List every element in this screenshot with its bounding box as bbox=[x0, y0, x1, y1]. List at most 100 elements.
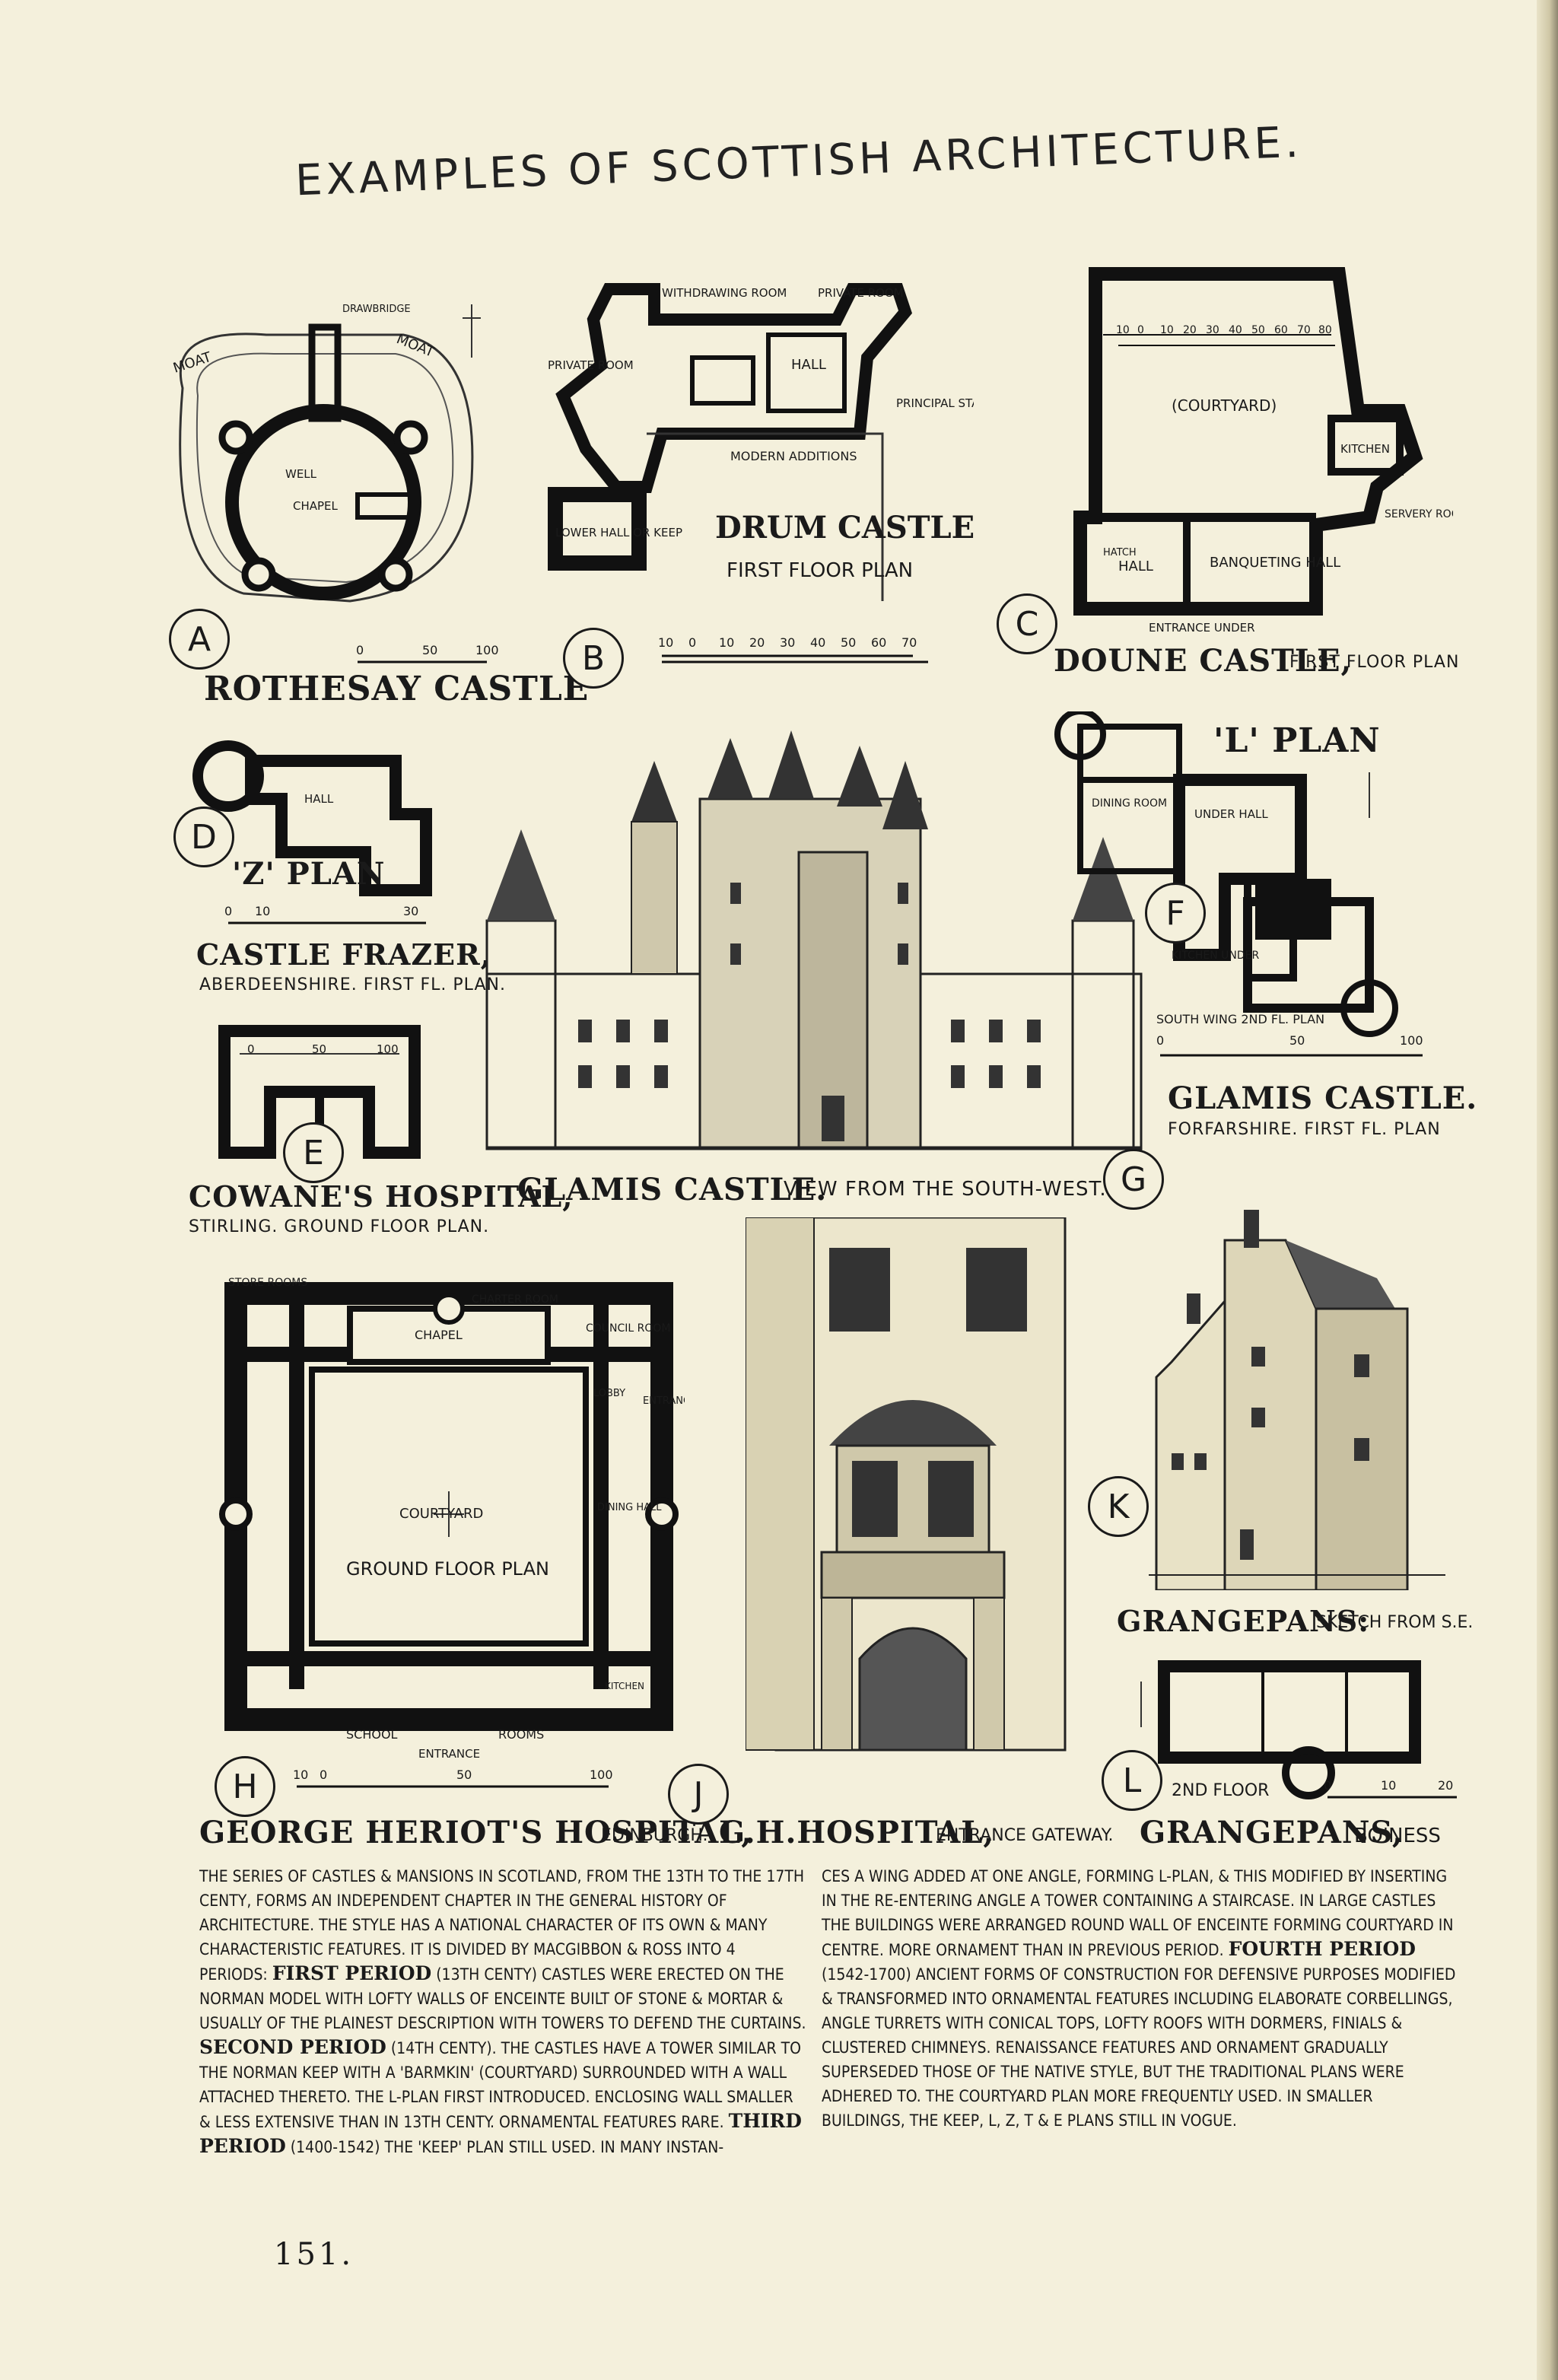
under-hall-label: UNDER HALL bbox=[1194, 807, 1268, 821]
fourth-period-heading: FOURTH PERIOD bbox=[1228, 1938, 1416, 1960]
well-label: WELL bbox=[285, 467, 317, 481]
withdrawing-room-label: WITHDRAWING ROOM bbox=[662, 286, 787, 300]
svg-text:50: 50 bbox=[1251, 324, 1265, 336]
caption-cowanes-sub: STIRLING. GROUND FLOOR PLAN. bbox=[189, 1217, 490, 1236]
scale-bar-h: 10 0 50 100 bbox=[293, 1768, 613, 1788]
caption-glamis-view: GLAMIS CASTLE. bbox=[517, 1172, 828, 1208]
kitchen-heriot-label: KITCHEN bbox=[605, 1681, 644, 1691]
south-wing-label: SOUTH WING 2ND FL. PLAN bbox=[1156, 1012, 1324, 1026]
plate-letter-l: L bbox=[1102, 1750, 1162, 1811]
plate-doune-plan: (COURTYARD) KITCHEN SERVERY ROOM HATCH H… bbox=[1057, 266, 1453, 632]
school-label: SCHOOL bbox=[346, 1727, 398, 1742]
binding-gutter bbox=[1537, 0, 1558, 2380]
kitchen-under-label: KITCHEN UNDER bbox=[1172, 950, 1259, 962]
plate-grangepans-plan: 2ND FLOOR bbox=[1126, 1659, 1445, 1803]
courtyard-label: (COURTYARD) bbox=[1172, 396, 1277, 415]
intro-text: THE SERIES OF CASTLES & MANSIONS IN SCOT… bbox=[199, 1867, 805, 1984]
dining-hall-heriot-label: DINING HALL bbox=[597, 1502, 662, 1513]
caption-boness: BO'NESS bbox=[1354, 1825, 1441, 1847]
svg-text:30: 30 bbox=[403, 904, 418, 918]
plate-letter-c: C bbox=[997, 593, 1057, 654]
first-period-heading: FIRST PERIOD bbox=[272, 1962, 432, 1984]
svg-text:0: 0 bbox=[320, 1768, 327, 1782]
svg-text:20: 20 bbox=[1438, 1778, 1453, 1793]
scale-bar-a: 0 50 100 bbox=[356, 643, 499, 663]
svg-text:50: 50 bbox=[422, 643, 437, 657]
svg-text:10: 10 bbox=[1381, 1778, 1396, 1793]
drawbridge-label: DRAWBRIDGE bbox=[342, 304, 411, 315]
svg-text:40: 40 bbox=[810, 635, 825, 650]
svg-text:60: 60 bbox=[871, 635, 886, 650]
svg-text:100: 100 bbox=[475, 643, 499, 657]
second-floor-label: 2ND FLOOR bbox=[1172, 1781, 1269, 1800]
caption-doune-castle: DOUNE CASTLE, bbox=[1054, 643, 1353, 679]
dining-room-label: DINING ROOM bbox=[1092, 797, 1167, 810]
servery-label: SERVERY ROOM bbox=[1385, 508, 1453, 520]
chapel-heriot-label: CHAPEL bbox=[415, 1328, 463, 1342]
plate-glamis-view bbox=[479, 730, 1149, 1157]
svg-text:10: 10 bbox=[719, 635, 734, 650]
svg-text:10: 10 bbox=[255, 904, 270, 918]
plate-letter-f: F bbox=[1145, 883, 1206, 943]
svg-text:40: 40 bbox=[1229, 324, 1242, 336]
svg-text:100: 100 bbox=[377, 1042, 399, 1056]
plate-drum-plan: WITHDRAWING ROOM PRIVATE ROOM PRIVATE RO… bbox=[533, 274, 974, 692]
text-column-right: CES A WING ADDED AT ONE ANGLE, FORMING L… bbox=[822, 1864, 1461, 2133]
svg-text:0: 0 bbox=[224, 904, 232, 918]
frazer-hall-label: HALL bbox=[304, 792, 334, 806]
council-room-label: COUNCIL ROOM bbox=[586, 1322, 671, 1335]
plate-letter-k: K bbox=[1088, 1476, 1149, 1537]
caption-doune-first-floor: FIRST FLOOR PLAN bbox=[1289, 653, 1460, 672]
caption-l-plan: 'L' PLAN bbox=[1213, 721, 1381, 760]
scale-bar-c: 10 0 10 20 30 40 50 60 70 80 bbox=[1116, 324, 1335, 346]
svg-text:50: 50 bbox=[312, 1042, 326, 1056]
rooms-label: ROOMS bbox=[498, 1727, 544, 1742]
caption-heriots-sub: EDINBURGH. bbox=[601, 1826, 708, 1845]
courtyard-heriot-label: COURTYARD bbox=[399, 1506, 483, 1522]
private-room-left-label: PRIVATE ROOM bbox=[548, 358, 634, 372]
svg-text:0: 0 bbox=[1156, 1033, 1164, 1048]
entrance-under-label: ENTRANCE UNDER bbox=[1149, 621, 1255, 632]
second-period-text: (14TH CENTY). THE CASTLES HAVE A TOWER S… bbox=[199, 2039, 802, 2131]
principal-stair-label: PRINCIPAL STAIR bbox=[896, 396, 974, 410]
caption-rothesay-castle: ROTHESAY CASTLE bbox=[204, 670, 590, 708]
plate-letter-j: J bbox=[668, 1764, 729, 1825]
moat-right-label: MOAT bbox=[394, 331, 437, 361]
caption-gateway-sub: ENTRANCE GATEWAY. bbox=[936, 1826, 1114, 1845]
svg-text:10: 10 bbox=[293, 1768, 308, 1782]
third-period-continued: CES A WING ADDED AT ONE ANGLE, FORMING L… bbox=[822, 1867, 1454, 1959]
kitchen-label: KITCHEN bbox=[1340, 442, 1390, 456]
entrance-right-label: ENTRANCE bbox=[643, 1395, 685, 1407]
store-rooms-label: STORE ROOMS bbox=[228, 1277, 307, 1289]
plate-letter-h: H bbox=[215, 1756, 275, 1817]
page-number: 151. bbox=[274, 2237, 355, 2272]
svg-text:0: 0 bbox=[1137, 324, 1144, 336]
svg-text:50: 50 bbox=[456, 1768, 472, 1782]
plate-glamis-plan: DINING ROOM UNDER HALL KITCHEN UNDER SOU… bbox=[1042, 711, 1423, 1046]
fourth-period-text: (1542-1700) ANCIENT FORMS OF CONSTRUCTIO… bbox=[822, 1965, 1456, 2130]
caption-castle-frazer: CASTLE FRAZER, bbox=[196, 937, 491, 972]
plate-letter-d: D bbox=[173, 807, 234, 867]
plate-gateway-view bbox=[746, 1217, 1080, 1765]
svg-text:30: 30 bbox=[1206, 324, 1219, 336]
lobby-label: LOBBY bbox=[593, 1388, 625, 1399]
svg-text:60: 60 bbox=[1274, 324, 1288, 336]
text-column-left: THE SERIES OF CASTLES & MANSIONS IN SCOT… bbox=[199, 1864, 808, 2159]
caption-glamis-plan-sub: FORFARSHIRE. FIRST FL. PLAN bbox=[1168, 1120, 1441, 1139]
third-period-text: (1400-1542) THE 'KEEP' PLAN STILL USED. … bbox=[290, 2138, 724, 2156]
plate-grangepans-sketch bbox=[1126, 1210, 1461, 1590]
caption-frazer-sub: ABERDEENSHIRE. FIRST FL. PLAN. bbox=[199, 975, 506, 994]
plate-letter-g: G bbox=[1103, 1149, 1164, 1210]
plate-letter-b: B bbox=[563, 628, 624, 689]
svg-text:80: 80 bbox=[1318, 324, 1332, 336]
svg-text:70: 70 bbox=[1297, 324, 1311, 336]
svg-text:0: 0 bbox=[688, 635, 696, 650]
plate-heriot-plan: STORE ROOMS CHARTER ROOM COUNCIL ROOM CH… bbox=[213, 1263, 685, 1780]
moat-left-label: MOAT bbox=[171, 349, 214, 377]
lower-hall-label: LOWER HALL OR KEEP bbox=[555, 526, 682, 539]
svg-text:10: 10 bbox=[658, 635, 673, 650]
hall-label: HALL bbox=[791, 357, 826, 373]
entrance-bottom-label: ENTRANCE bbox=[418, 1747, 480, 1761]
caption-drum-castle: DRUM CASTLE bbox=[715, 510, 975, 546]
